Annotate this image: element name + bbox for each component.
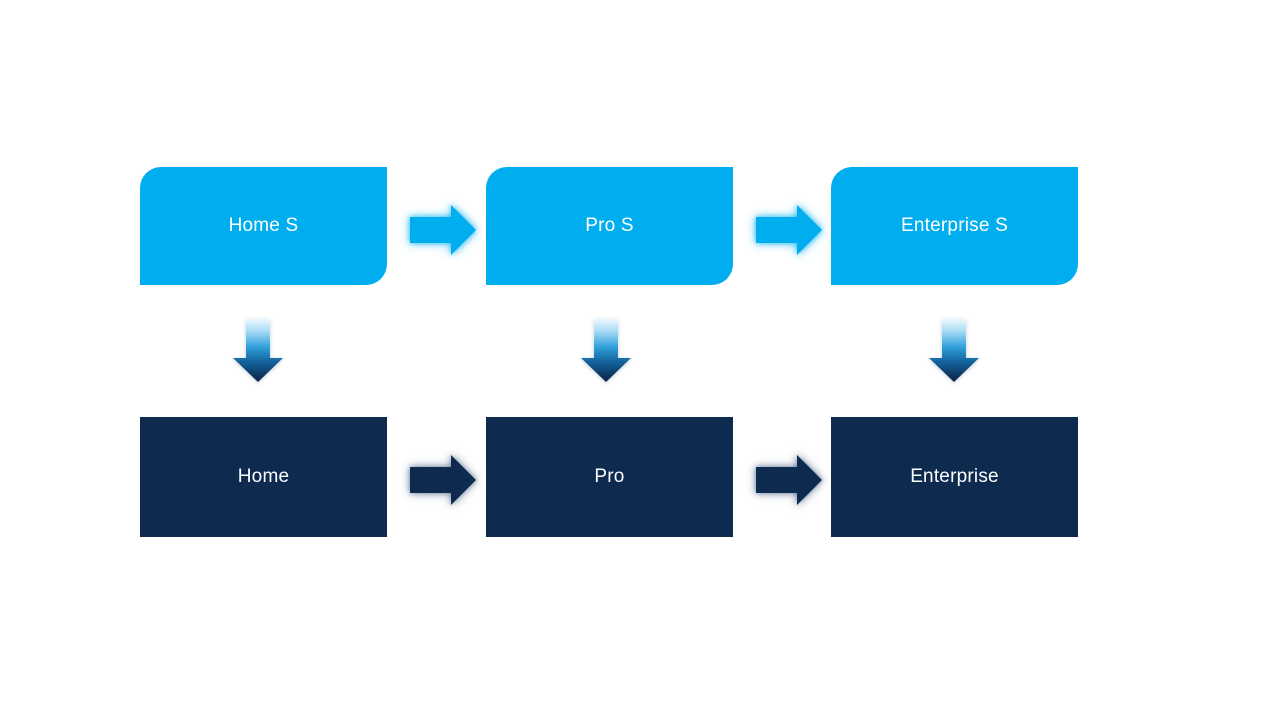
down-arrow-icon	[233, 319, 283, 382]
box-pro-s: Pro S	[486, 167, 733, 285]
box-label: Pro	[594, 465, 625, 487]
down-arrow-icon	[929, 319, 979, 382]
right-arrow-icon	[756, 455, 822, 505]
right-arrow-icon	[410, 455, 476, 505]
box-label: Home	[237, 465, 290, 487]
box-label: Enterprise S	[901, 214, 1008, 236]
box-home: Home	[140, 417, 387, 537]
box-enterprise-s: Enterprise S	[831, 167, 1078, 285]
box-pro: Pro	[486, 417, 733, 537]
box-enterprise: Enterprise	[831, 417, 1078, 537]
box-label: Home S	[228, 214, 299, 236]
box-home-s: Home S	[140, 167, 387, 285]
right-arrow-icon	[756, 205, 822, 255]
right-arrow-icon	[410, 205, 476, 255]
down-arrow-icon	[581, 319, 631, 382]
box-label: Enterprise	[910, 465, 999, 487]
box-label: Pro S	[585, 214, 634, 236]
